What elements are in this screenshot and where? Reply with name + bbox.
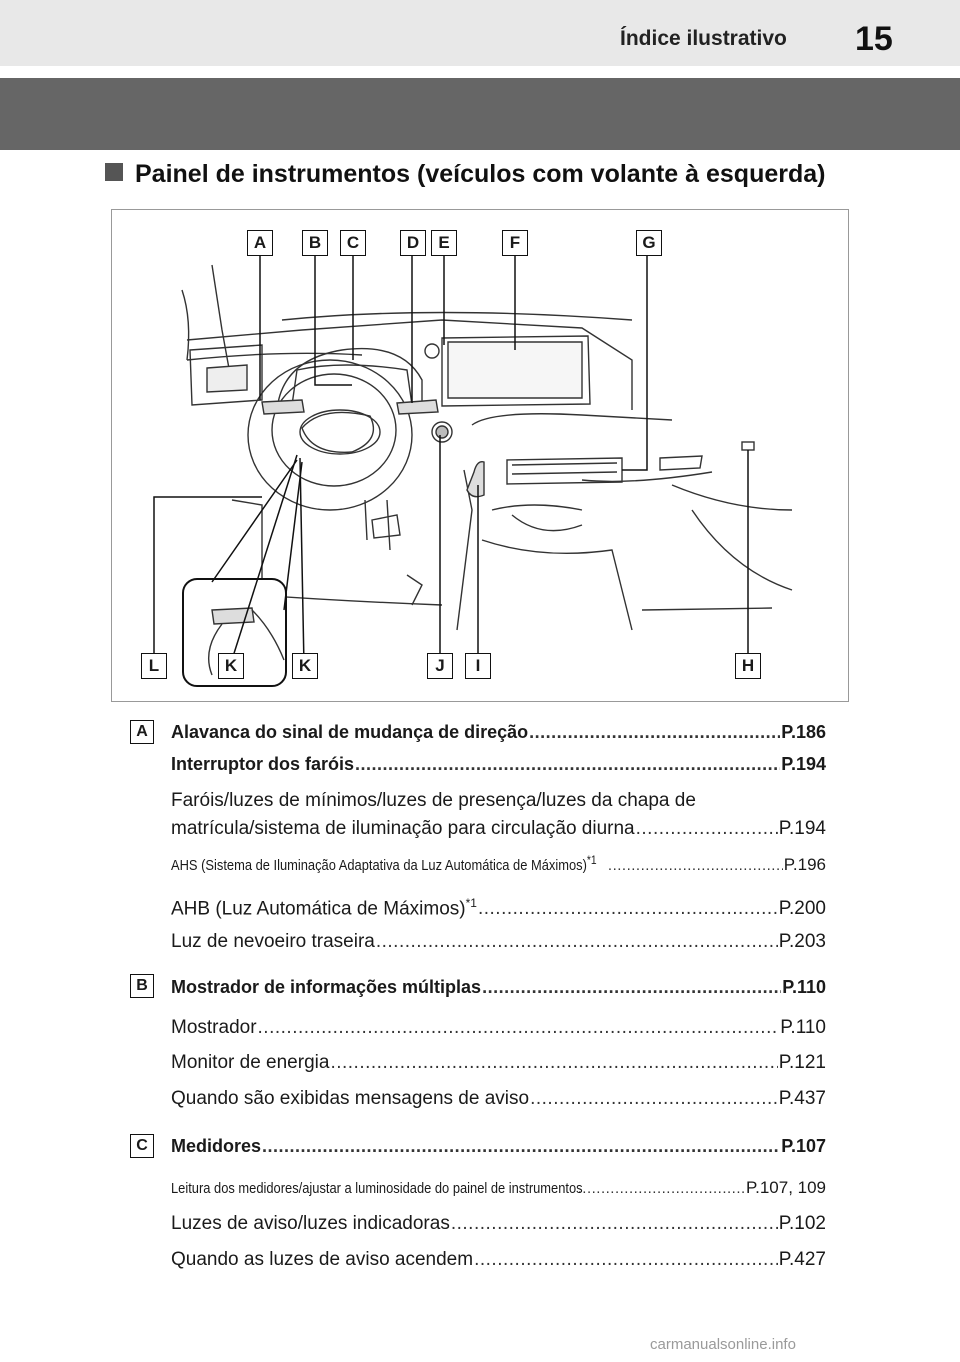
- footnote-mark: *1: [465, 896, 477, 910]
- entry-label: Alavanca do sinal de mudança de direção: [171, 722, 529, 742]
- callout-k: K: [292, 653, 318, 679]
- callout-l: L: [141, 653, 167, 679]
- entry-tag-a: A: [130, 720, 154, 744]
- callout-j: J: [427, 653, 453, 679]
- callout-a: A: [247, 230, 273, 256]
- entry-label: Quando as luzes de aviso acendem: [171, 1249, 474, 1270]
- page-reference: P.110: [782, 977, 826, 997]
- heading-text: Painel de instrumentos (veículos com vol…: [135, 160, 826, 188]
- callout-h: H: [735, 653, 761, 679]
- page-reference: P.194: [781, 754, 826, 774]
- page-reference: P.203: [778, 931, 826, 952]
- entry-label: Medidores: [171, 1136, 262, 1156]
- page-reference: P.437: [778, 1088, 826, 1109]
- entry-tag-b: B: [130, 974, 154, 998]
- entry-label: Luz de nevoeiro traseira: [171, 931, 375, 952]
- entry-row: Quando as luzes de aviso acendem P.427: [171, 1249, 826, 1271]
- entry-row: Medidores P.107: [171, 1136, 826, 1157]
- dashboard-illustration: A B C D E F G L K K J I H: [111, 209, 849, 702]
- section-heading: Painel de instrumentos (veículos com vol…: [105, 160, 825, 189]
- entry-label: AHB (Luz Automática de Máximos): [171, 898, 466, 920]
- page-reference: P.194: [778, 818, 826, 839]
- entry-row: AHB (Luz Automática de Máximos)*1 P.200: [171, 896, 826, 920]
- footnote-mark: *1: [586, 853, 597, 867]
- entry-label: Quando são exibidas mensagens de aviso: [171, 1088, 530, 1109]
- page-header: [0, 0, 960, 66]
- entry-row: Alavanca do sinal de mudança de direção P…: [171, 722, 826, 743]
- callout-d: D: [400, 230, 426, 256]
- entry-row: Mostrador de informações múltiplas P.110: [171, 977, 826, 998]
- entry-label: Luzes de aviso/luzes indicadoras: [171, 1213, 450, 1234]
- callout-k-inset: K: [218, 653, 244, 679]
- entry-row: Monitor de energia P.121: [171, 1052, 826, 1074]
- page-reference: P.200: [778, 898, 826, 920]
- entry-label: AHS (Sistema de Iluminação Adaptativa da…: [171, 857, 587, 874]
- page-reference: P.121: [778, 1052, 826, 1073]
- page-reference: P.427: [778, 1249, 826, 1270]
- callout-e: E: [431, 230, 457, 256]
- entry-label: Monitor de energia: [171, 1052, 330, 1073]
- section-title: Índice ilustrativo: [620, 27, 787, 50]
- page-reference: P.107, 109: [745, 1178, 826, 1197]
- entry-row: Leitura dos medidores/ajustar a luminosi…: [171, 1178, 826, 1198]
- entry-row: Mostrador P.110: [171, 1017, 826, 1039]
- page-reference: P.186: [781, 722, 826, 742]
- entry-label: Mostrador de informações múltiplas: [171, 977, 482, 997]
- entry-label-line: Faróis/luzes de mínimos/luzes de presenç…: [171, 790, 696, 811]
- entry-tag-c: C: [130, 1134, 154, 1158]
- dashboard-drawing: [153, 255, 793, 687]
- page-reference: P.102: [778, 1213, 826, 1234]
- watermark: carmanualsonline.info: [650, 1336, 796, 1353]
- page-reference: P.110: [780, 1017, 826, 1038]
- page-number: 15: [855, 20, 893, 58]
- page-reference: P.107: [781, 1136, 826, 1156]
- entry-row: Interruptor dos faróis P.194: [171, 754, 826, 775]
- entry-row: Luz de nevoeiro traseira P.203: [171, 931, 826, 953]
- square-bullet-icon: [105, 163, 123, 181]
- callout-f: F: [502, 230, 528, 256]
- entry-row: Quando são exibidas mensagens de aviso P.…: [171, 1088, 826, 1110]
- header-band: [0, 78, 960, 150]
- entry-row: matrícula/sistema de iluminação para cir…: [171, 818, 826, 840]
- entry-label: Interruptor dos faróis: [171, 754, 355, 774]
- entry-label: Leitura dos medidores/ajustar a luminosi…: [171, 1180, 583, 1197]
- entry-label: matrícula/sistema de iluminação para cir…: [171, 818, 635, 839]
- callout-b: B: [302, 230, 328, 256]
- entry-row: AHS (Sistema de Iluminação Adaptativa da…: [171, 853, 826, 875]
- callout-c: C: [340, 230, 366, 256]
- entry-row: Luzes de aviso/luzes indicadoras P.102: [171, 1213, 826, 1235]
- entry-label: Mostrador: [171, 1017, 257, 1038]
- callout-i: I: [465, 653, 491, 679]
- callout-g: G: [636, 230, 662, 256]
- page-reference: P.196: [783, 855, 826, 874]
